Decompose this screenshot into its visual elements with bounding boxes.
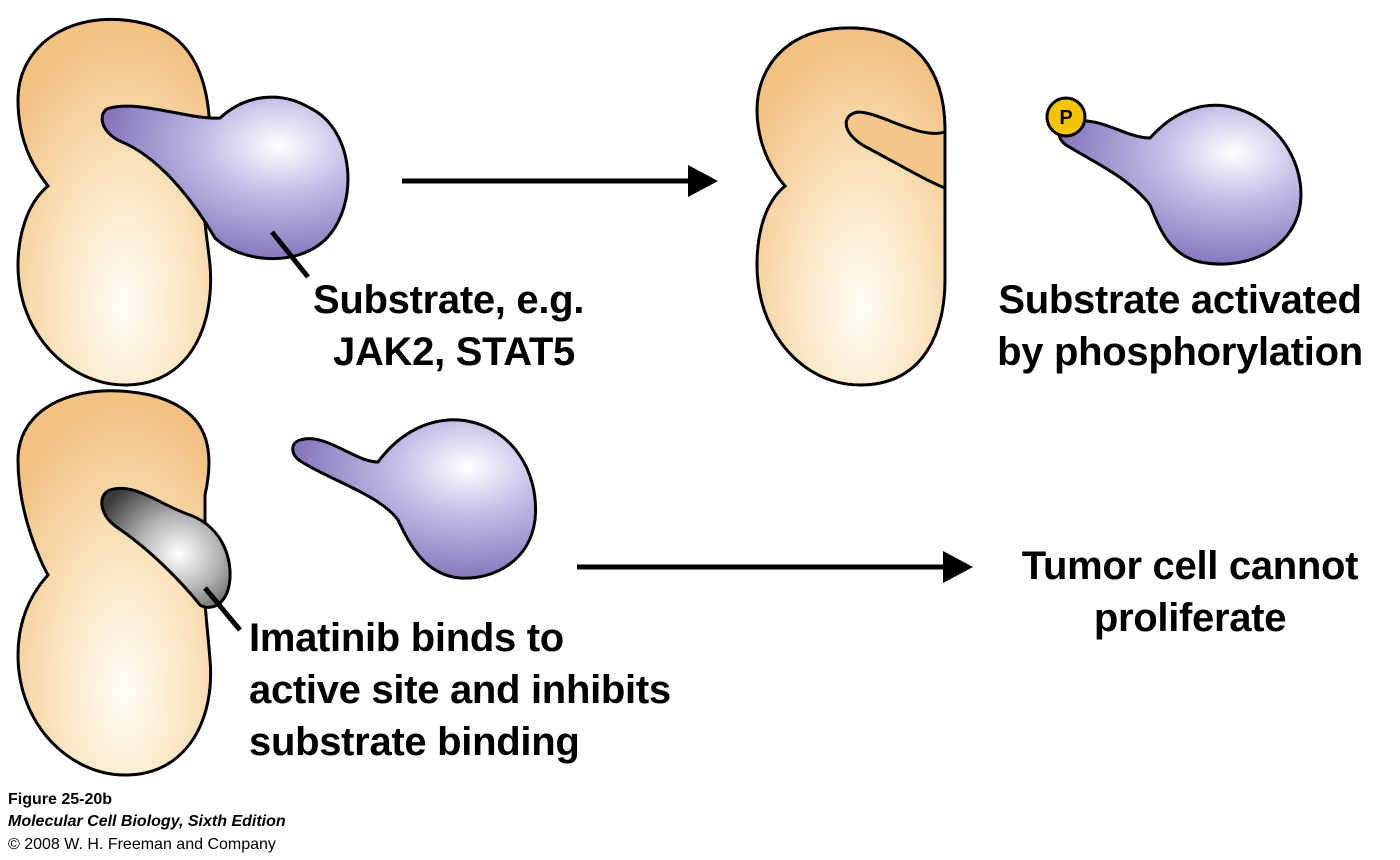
kinase-active-site xyxy=(844,110,947,191)
kinase-with-imatinib xyxy=(16,389,242,777)
copyright: © 2008 W. H. Freeman and Company xyxy=(8,836,276,853)
phosphorylated-substrate: P xyxy=(1045,96,1303,266)
substrate-3 xyxy=(291,418,538,580)
phosphate-label: P xyxy=(1059,107,1072,129)
tumor-label-line1: Tumor cell cannot xyxy=(1021,544,1359,588)
imatinib-label: Imatinib binds to active site and inhibi… xyxy=(249,612,671,768)
substrate-label-line1: Substrate, e.g. xyxy=(313,278,585,322)
book-title: Molecular Cell Biology, Sixth Edition xyxy=(8,813,286,830)
kinase-enzyme-2 xyxy=(755,26,947,387)
kinase-with-substrate xyxy=(16,17,350,387)
imatinib-label-line1: Imatinib binds to xyxy=(249,616,564,660)
imatinib-label-line3: substrate binding xyxy=(249,720,580,764)
substrate-label: Substrate, e.g. JAK2, STAT5 xyxy=(313,274,584,378)
tumor-label-line2: proliferate xyxy=(1093,596,1287,640)
reaction-arrow-2 xyxy=(577,551,973,583)
tumor-label: Tumor cell cannot proliferate xyxy=(985,540,1395,644)
substrate-2 xyxy=(1057,103,1303,266)
substrate-1 xyxy=(100,95,350,260)
activated-label-line1: Substrate activated xyxy=(998,278,1362,322)
substrate-label-line2: JAK2, STAT5 xyxy=(333,330,575,374)
kinase-enzyme-1 xyxy=(16,17,213,387)
imatinib-pointer-line xyxy=(203,586,242,632)
imatinib-label-line2: active site and inhibits xyxy=(249,668,671,712)
figure-number: Figure 25-20b xyxy=(8,791,113,808)
kinase-enzyme-3 xyxy=(16,389,213,777)
reaction-arrow-1 xyxy=(402,165,718,197)
activated-label-line2: by phosphorylation xyxy=(997,330,1363,374)
phosphate-icon xyxy=(1045,96,1087,138)
free-substrate xyxy=(291,418,538,580)
activated-label: Substrate activated by phosphorylation xyxy=(970,274,1390,378)
substrate-pointer-line xyxy=(270,230,310,279)
kinase-empty xyxy=(755,26,947,387)
